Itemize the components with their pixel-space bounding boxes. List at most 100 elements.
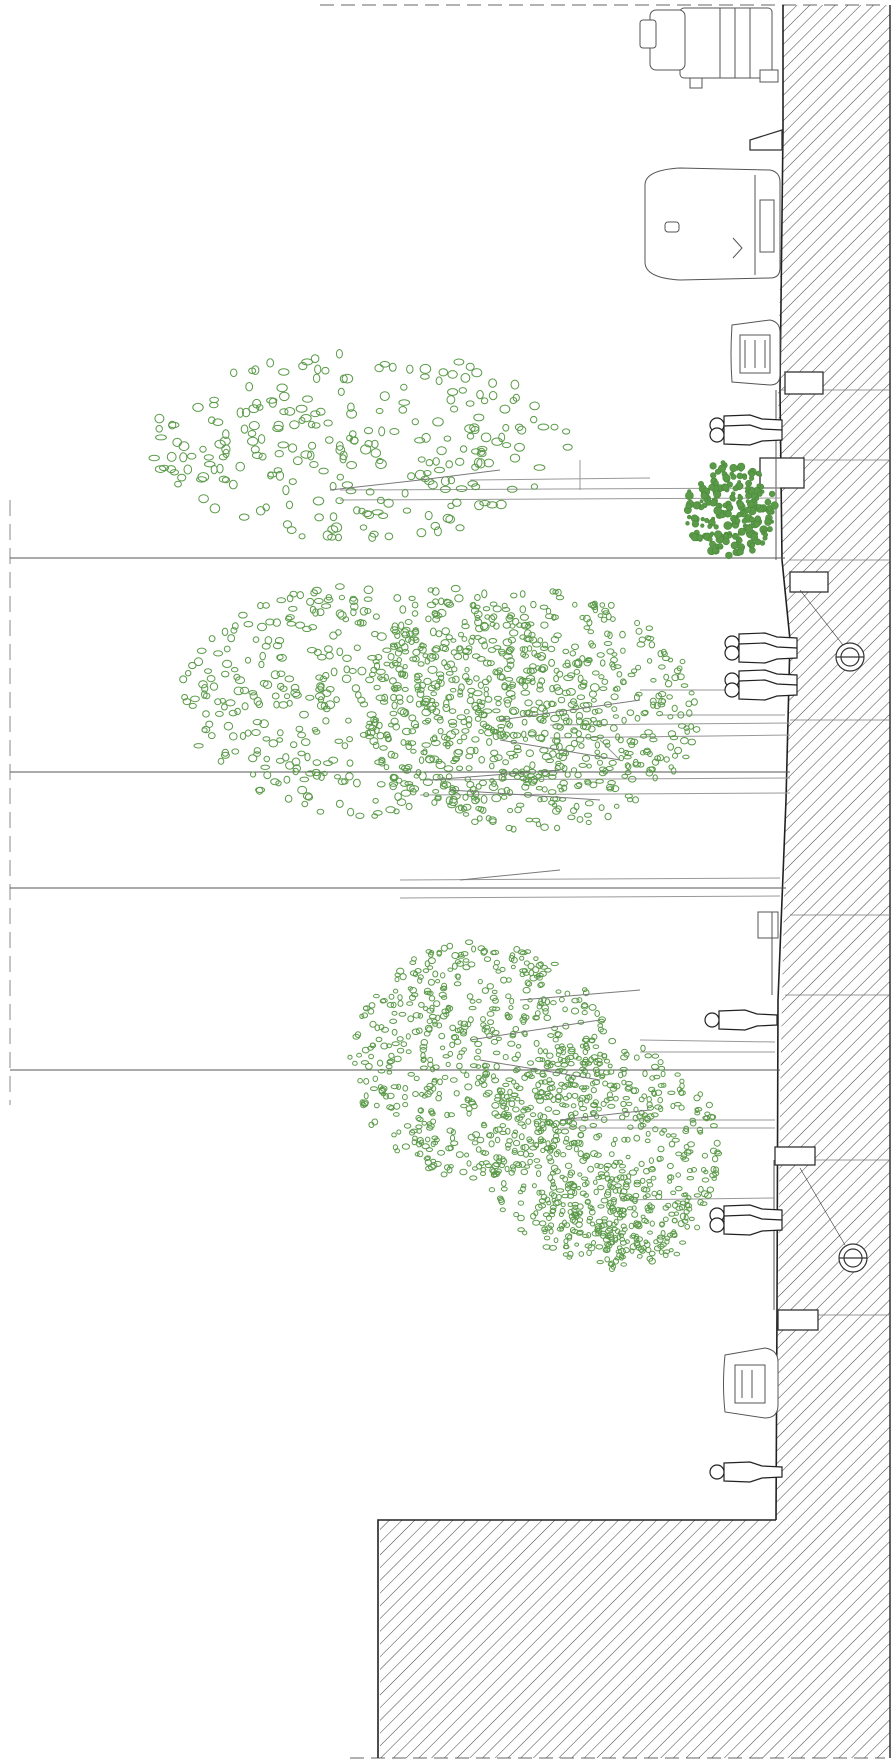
leaf-cluster	[301, 358, 314, 366]
leaf-cluster	[513, 946, 521, 953]
leaf-cluster	[427, 1061, 434, 1068]
leaf-cluster	[428, 1163, 436, 1171]
leaf-cluster	[327, 533, 337, 541]
leaf-cluster	[605, 612, 612, 621]
leaf-cluster	[654, 755, 661, 762]
leaf-cluster	[458, 951, 464, 958]
leaf-cluster	[456, 765, 464, 772]
leaf-cluster	[368, 1002, 376, 1009]
leaf-cluster	[501, 602, 508, 609]
leaf-cluster	[322, 689, 332, 698]
car-vehicle-1	[730, 319, 781, 386]
leaf-cluster	[480, 1171, 486, 1176]
leaf-cluster	[420, 1052, 426, 1060]
leaf-cluster	[437, 674, 445, 681]
leaf-cluster	[283, 775, 291, 784]
leaf-cluster	[476, 390, 484, 400]
leaf-cluster	[292, 691, 302, 699]
leaf-cluster	[263, 771, 272, 780]
leaf-cluster	[304, 752, 311, 762]
leaf-cluster	[627, 672, 636, 678]
leaf-cluster	[607, 1063, 613, 1069]
leaf-cluster	[427, 587, 434, 593]
leaf-cluster	[432, 1064, 440, 1070]
shrub-leaf	[730, 473, 737, 480]
leaf-cluster	[502, 621, 511, 629]
leaf-cluster	[363, 596, 373, 602]
shrub-leaf	[714, 468, 722, 475]
leaf-cluster	[451, 728, 460, 735]
leaf-cluster	[515, 1162, 523, 1169]
leaf-cluster	[374, 364, 384, 373]
leaf-cluster	[419, 642, 425, 649]
leaf-cluster	[255, 786, 266, 794]
leaf-cluster	[432, 789, 440, 794]
leaf-cluster	[366, 720, 373, 726]
leaf-cluster	[411, 1028, 420, 1036]
leaf-cluster	[221, 670, 230, 678]
leaf-cluster	[517, 1121, 526, 1126]
leaf-cluster	[657, 691, 667, 698]
leaf-cluster	[606, 1234, 615, 1241]
leaf-cluster	[598, 1016, 606, 1023]
leaf-cluster	[284, 693, 291, 700]
leaf-cluster	[316, 608, 325, 617]
leaf-cluster	[323, 419, 333, 427]
leaf-cluster	[473, 1055, 481, 1061]
leaf-cluster	[454, 749, 464, 755]
leaf-cluster	[482, 1071, 489, 1077]
leaf-cluster	[507, 1097, 516, 1102]
leaf-cluster	[464, 677, 470, 683]
leaf-cluster	[383, 764, 390, 771]
leaf-cluster	[499, 404, 511, 414]
leaf-cluster	[525, 621, 535, 627]
leaf-cluster	[650, 1112, 659, 1118]
leaf-cluster	[684, 728, 691, 735]
leaf-cluster	[555, 1149, 561, 1155]
leaf-cluster	[436, 716, 444, 724]
leaf-cluster	[401, 1143, 410, 1150]
leaf-cluster	[222, 429, 230, 440]
leaf-cluster	[646, 1113, 655, 1120]
leaf-cluster	[652, 1126, 659, 1133]
leaf-cluster	[460, 1028, 468, 1035]
leaf-cluster	[347, 807, 355, 817]
leaf-cluster	[391, 1010, 398, 1016]
leaf-cluster	[440, 995, 448, 1000]
leaf-cluster	[574, 782, 583, 790]
leaf-cluster	[276, 737, 284, 743]
leaf-cluster	[504, 1142, 512, 1148]
leaf-cluster	[376, 632, 387, 641]
leaf-cluster	[626, 709, 635, 717]
leaf-cluster	[598, 1173, 606, 1180]
shrub-leaf	[725, 504, 734, 512]
leaf-cluster	[493, 1170, 501, 1176]
tree-foliage	[148, 349, 723, 1273]
leaf-cluster	[534, 1164, 543, 1169]
leaf-cluster	[475, 708, 482, 714]
leaf-cluster	[381, 693, 389, 702]
leaf-cluster	[305, 694, 315, 701]
leaf-cluster	[365, 676, 375, 684]
leaf-cluster	[379, 361, 390, 368]
leaf-cluster	[279, 391, 290, 402]
leaf-cluster	[578, 1085, 588, 1090]
leaf-cluster	[255, 786, 264, 795]
leaf-cluster	[473, 675, 480, 682]
leaf-cluster	[425, 1136, 431, 1143]
leaf-cluster	[420, 1057, 427, 1063]
leaf-cluster	[537, 796, 543, 803]
leaf-cluster	[426, 1089, 434, 1095]
leaf-cluster	[299, 776, 310, 783]
leaf-cluster	[260, 764, 271, 770]
leaf-cluster	[440, 985, 448, 991]
leaf-cluster	[306, 647, 318, 654]
leaf-cluster	[436, 950, 442, 957]
leaf-cluster	[626, 1206, 634, 1211]
leaf-cluster	[302, 625, 312, 633]
leaf-cluster	[643, 1168, 650, 1175]
leaf-cluster	[512, 1106, 520, 1113]
leaf-cluster	[540, 621, 549, 629]
leaf-cluster	[474, 500, 484, 511]
leaf-cluster	[565, 1233, 573, 1240]
